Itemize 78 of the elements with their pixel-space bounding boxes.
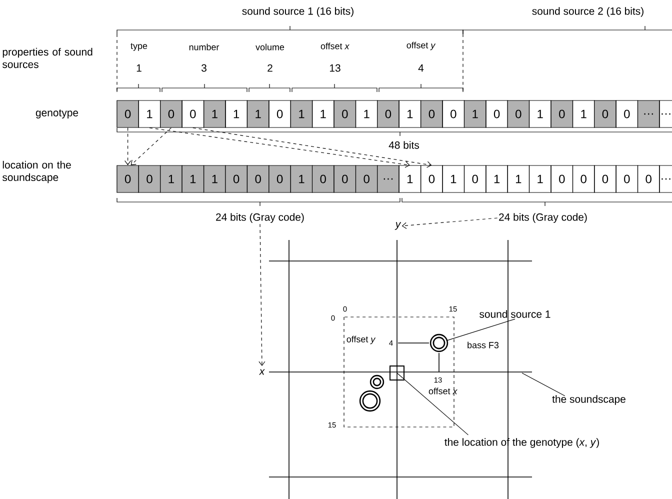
bit-cell: 0 [637, 165, 660, 193]
bit-cell: 0 [246, 165, 270, 193]
leader-line [396, 372, 468, 436]
bit-cell: … [659, 165, 672, 193]
bracket-label: 24 bits (Gray code) [499, 213, 587, 223]
bit-cell: … [637, 100, 660, 128]
bit-cell: 1 [204, 165, 226, 193]
value-label: 1 [136, 64, 142, 72]
dashed-arrow [124, 128, 132, 166]
field-label: type [130, 43, 148, 51]
bracket-label: 48 bits [388, 141, 420, 149]
bit-cell: 1 [507, 165, 530, 193]
callout-text: the soundscape [552, 395, 626, 405]
bit-cell: 0 [138, 165, 161, 193]
bit-cell: 0 [594, 100, 616, 128]
bit-cell: 0 [550, 165, 574, 193]
dashed-arrow [402, 218, 498, 229]
bit-cell: 0 [116, 165, 139, 193]
field-label: offset y [406, 42, 436, 50]
bit-cell: 1 [182, 165, 204, 193]
location-square [390, 366, 404, 380]
bit-cell: 1 [528, 165, 552, 193]
bracket-label: 24 bits (Gray code) [216, 213, 304, 223]
bit-cell: 1 [398, 165, 422, 193]
bit-cell: 0 [550, 100, 574, 128]
bit-cell: 0 [507, 100, 530, 128]
axis-label: x [258, 369, 265, 375]
bit-cell: 0 [355, 165, 378, 193]
bit-cell: 1 [442, 165, 465, 193]
bit-cell: 0 [268, 165, 291, 193]
dashed-arrow [192, 128, 432, 168]
row-label: genotype [36, 110, 78, 118]
dashed-arrow [130, 128, 172, 166]
field-label: offset x [320, 42, 350, 50]
bit-cell: 0 [160, 100, 182, 128]
bit-cell: 1 [290, 165, 313, 193]
field-label: offset y [346, 336, 376, 344]
sound-source-circle [430, 334, 448, 352]
bit-cell: … [659, 100, 672, 128]
bit-cell: 1 [290, 100, 313, 128]
bit-cell: 1 [160, 165, 182, 193]
bit-cell: 1 [246, 100, 270, 128]
row-label: properties of sound sources [2, 48, 92, 68]
field-label: offset x [428, 388, 458, 394]
bit-cell: 0 [420, 165, 443, 193]
bit-cell: 0 [334, 100, 356, 128]
bit-cell: 1 [486, 165, 508, 193]
bit-cell: 0 [616, 165, 638, 193]
value-label: 2 [268, 64, 272, 72]
callout-text: sound source 1 [480, 310, 550, 318]
bit-cell: 0 [225, 165, 248, 193]
field-label: volume [256, 44, 284, 50]
section-label: sound source 2 (16 bits) [532, 7, 644, 17]
value-label: 13 [330, 64, 340, 72]
bit-cell: 0 [572, 165, 595, 193]
bit-cell: 0 [464, 165, 486, 193]
sound-source-circle [370, 374, 384, 390]
bit-cell: 0 [420, 100, 443, 128]
section-label: sound source 1 (16 bits) [242, 7, 354, 17]
bit-cell: 0 [334, 165, 356, 193]
bit-cell: 1 [204, 100, 226, 128]
bit-cell: 0 [116, 100, 139, 128]
row-label: location on the soundscape [2, 160, 71, 184]
dashed-arrow [149, 128, 410, 168]
bit-cell: 0 [377, 100, 400, 128]
leader-line [446, 318, 516, 341]
value-label: 4 [418, 64, 424, 72]
dashed-arrow [258, 224, 266, 366]
axis-label: y [394, 222, 402, 230]
sound-source-circle [359, 390, 381, 412]
bit-cell: 0 [312, 165, 334, 193]
bit-cell: 1 [464, 100, 486, 128]
bit-cell: … [377, 165, 400, 193]
field-label: bass F3 [468, 342, 499, 348]
leader-line [522, 372, 566, 396]
field-label: number [189, 44, 220, 50]
bit-cell: 0 [594, 165, 616, 193]
value-label: 3 [202, 64, 206, 72]
